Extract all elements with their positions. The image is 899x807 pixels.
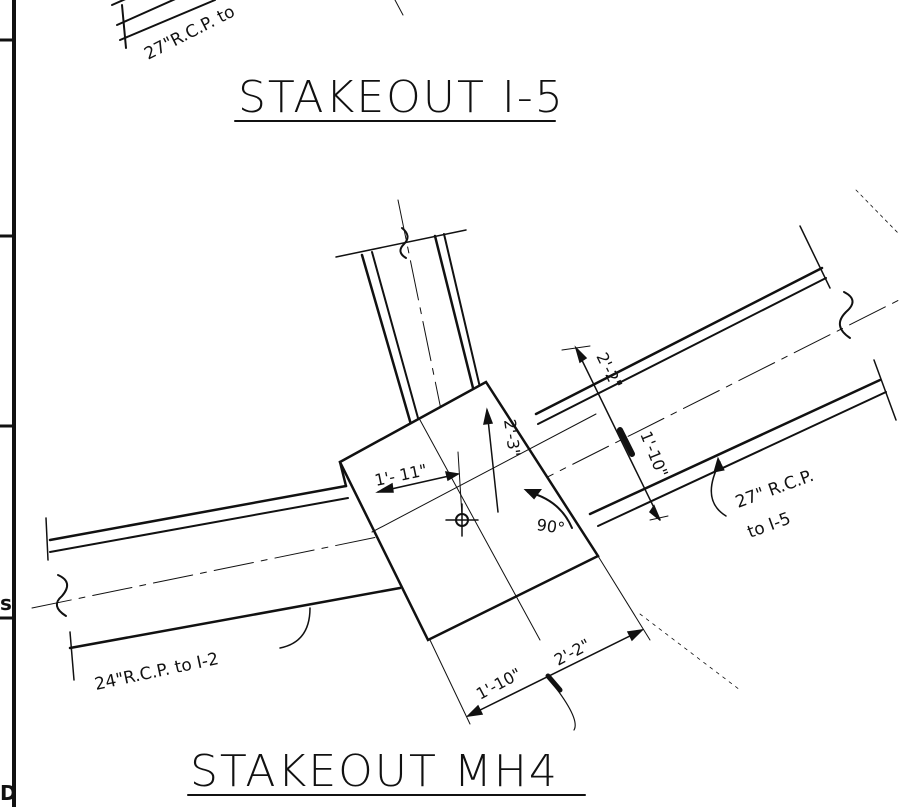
leader-left-label	[279, 607, 311, 649]
break-symbol-left	[55, 574, 69, 617]
dim-center-offset	[375, 451, 463, 517]
right-pipe-label-line2: to I-5	[745, 509, 794, 543]
dim-label-right-mid: 1'-10"	[636, 428, 672, 480]
angle-arc	[523, 489, 573, 529]
dim-bottom	[429, 555, 651, 731]
right-pipe-label-line1: 27" R.C.P.	[733, 466, 817, 513]
border-mark-s: s	[0, 591, 12, 615]
dim-right	[561, 345, 669, 521]
break-symbol-top	[399, 227, 409, 259]
break-symbol-right	[839, 291, 854, 339]
left-pipe-label: 24"R.C.P. to I-2	[93, 649, 221, 695]
border-mark-d: D	[0, 781, 17, 805]
dim-vertical-short	[483, 407, 499, 513]
dim-label-bottom-left: 1'-10"	[473, 664, 524, 703]
top-pipe-fragment	[111, 0, 404, 49]
title-stakeout-mh4: STAKEOUT MH4	[190, 746, 559, 797]
title-stakeout-i5: STAKEOUT I-5	[238, 72, 565, 123]
left-pipe	[31, 484, 461, 681]
manhole-box	[338, 380, 600, 642]
upper-branch-pipe	[335, 199, 483, 523]
right-pipe	[461, 225, 899, 527]
dim-label-angle: 90°	[535, 515, 566, 538]
